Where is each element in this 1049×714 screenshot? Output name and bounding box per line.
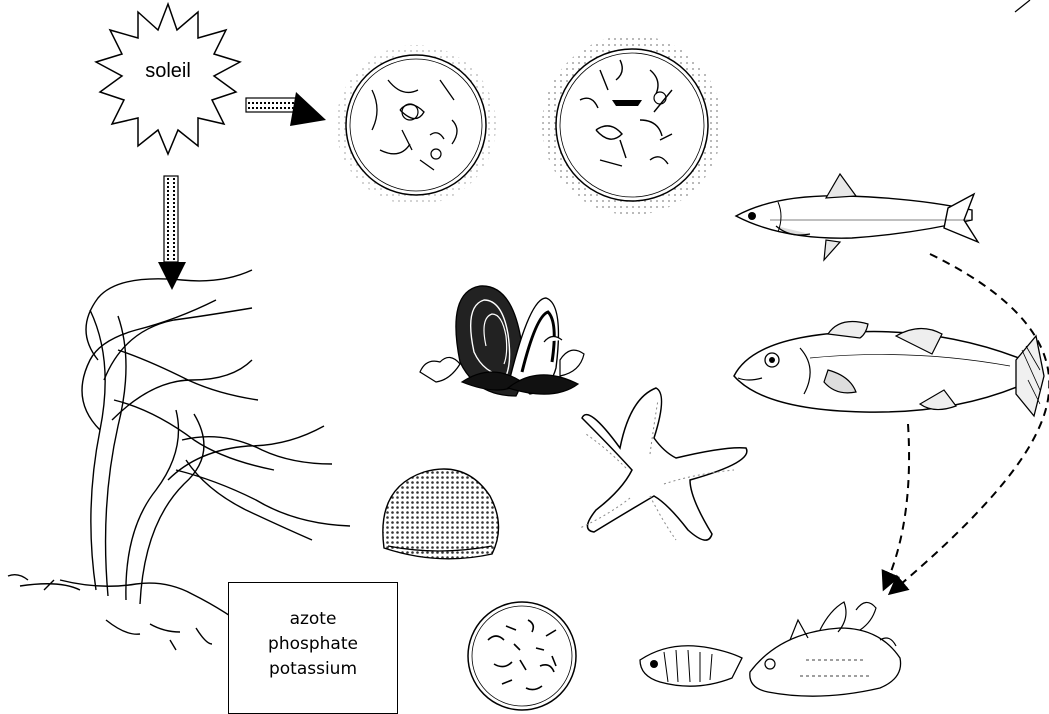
sea-urchin-icon bbox=[383, 469, 499, 559]
sun-to-seaweed-arrow bbox=[158, 176, 186, 290]
nutrient-box: azote phosphate potassium bbox=[228, 582, 398, 714]
bacteria-icon bbox=[468, 602, 576, 710]
nutrient-phosphate: phosphate bbox=[229, 632, 397, 657]
herring-to-decomposer-arrow bbox=[894, 254, 1049, 590]
nutrient-azote: azote bbox=[229, 607, 397, 632]
sun-label: soleil bbox=[128, 60, 208, 83]
seabass-to-decomposer-arrow bbox=[886, 424, 909, 584]
zooplankton-icon bbox=[542, 35, 722, 215]
starfish-icon bbox=[580, 388, 747, 540]
sea-bass-icon bbox=[734, 322, 1044, 416]
mussels-icon bbox=[420, 286, 584, 396]
arrow-top-right bbox=[1015, 0, 1030, 12]
phytoplankton-icon bbox=[336, 45, 496, 205]
nutrient-potassium: potassium bbox=[229, 657, 397, 682]
nutrient-list: azote phosphate potassium bbox=[229, 607, 397, 682]
sun-to-phytoplankton-arrow bbox=[246, 92, 326, 126]
herring-icon bbox=[736, 174, 978, 260]
decomposing-fish-icon bbox=[640, 602, 901, 696]
